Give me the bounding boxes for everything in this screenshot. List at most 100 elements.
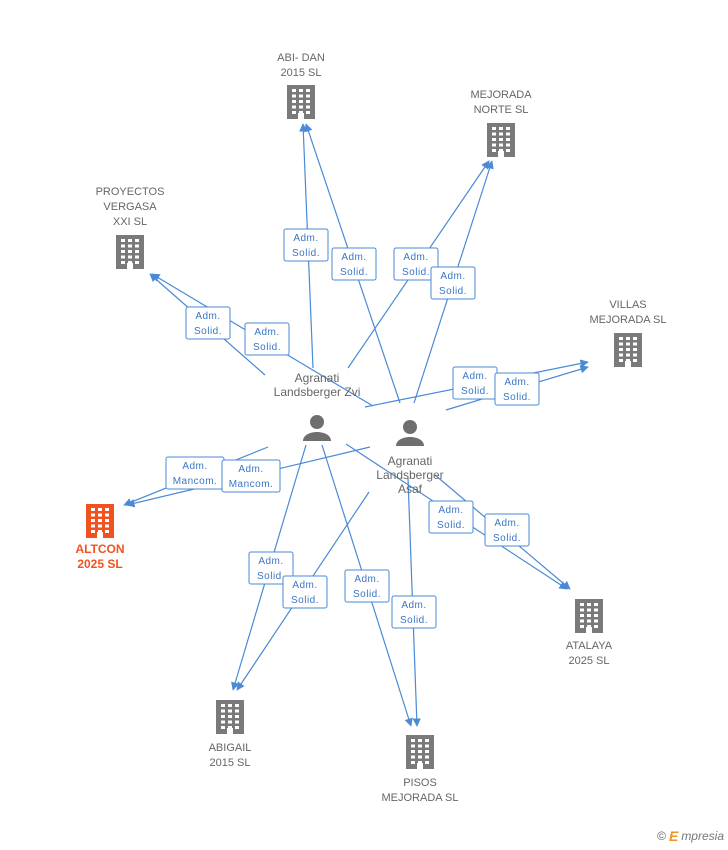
person-icon bbox=[303, 415, 331, 441]
node-label-line: 2015 SL bbox=[210, 757, 251, 769]
building-icon bbox=[575, 599, 603, 633]
edge-label-text: Adm. bbox=[258, 556, 283, 567]
building-icon bbox=[86, 504, 114, 538]
edge-label-text: Adm. bbox=[238, 464, 263, 475]
edge-label-solid[interactable]: Adm.Solid. bbox=[344, 569, 390, 603]
edge-label-text: Solid. bbox=[353, 589, 381, 600]
edges-layer bbox=[123, 123, 589, 727]
building-icon bbox=[487, 123, 515, 157]
node-label-line: 2025 SL bbox=[569, 655, 610, 667]
node-label-line: Agranati bbox=[388, 454, 433, 468]
edge-label-text: Adm. bbox=[440, 271, 465, 282]
building-icon bbox=[216, 700, 244, 734]
edge-label-box bbox=[221, 459, 281, 493]
edge-label-text: Adm. bbox=[341, 252, 366, 263]
edge-label-text: Solid. bbox=[461, 386, 489, 397]
node-label-line: 2015 SL bbox=[281, 67, 322, 79]
edge-label-box bbox=[244, 322, 290, 356]
brand-logo-e: E bbox=[668, 828, 679, 844]
node-label-line: MEJORADA bbox=[470, 89, 532, 101]
node-label-line: ALTCON bbox=[75, 542, 124, 556]
edge-label-box bbox=[428, 500, 474, 534]
edge-label-mancom[interactable]: Adm. Mancom. bbox=[221, 459, 281, 493]
node-label-line: VILLAS bbox=[609, 299, 646, 311]
edge-label-solid[interactable]: Adm.Solid. bbox=[185, 306, 231, 340]
node-label-line: ABIGAIL bbox=[209, 742, 252, 754]
node-label-line: MEJORADA SL bbox=[589, 314, 666, 326]
company-node-atalaya[interactable]: ATALAYA 2025 SL bbox=[566, 599, 613, 667]
edge-label-solid[interactable]: Adm. Solid. bbox=[393, 247, 439, 281]
edge-label-mancom[interactable]: Adm. Mancom. bbox=[165, 456, 225, 490]
edge-label-text: Solid. bbox=[194, 326, 222, 337]
company-node-abigail[interactable]: ABIGAIL 2015 SL bbox=[209, 700, 252, 769]
edge-label-text: Adm. bbox=[293, 233, 318, 244]
edge-label-text: Solid. bbox=[400, 615, 428, 626]
edge-label-solid[interactable]: Adm. Solid. bbox=[391, 595, 437, 629]
edge-label-box bbox=[282, 575, 328, 609]
edge-label-solid[interactable]: Adm. Solid. bbox=[428, 500, 474, 534]
node-label-line: NORTE SL bbox=[474, 104, 529, 116]
node-label-line: VERGASA bbox=[103, 201, 157, 213]
edge-label-box bbox=[344, 569, 390, 603]
node-label-line: Landsberger bbox=[376, 468, 443, 482]
edge-label-text: Solid. bbox=[257, 571, 285, 582]
company-node-mejnorte[interactable]: MEJORADA NORTE SL bbox=[470, 89, 532, 157]
edge-label-text: Adm. bbox=[254, 327, 279, 338]
node-label-line: Agranati bbox=[295, 371, 340, 385]
edge-label-text: Adm. bbox=[182, 461, 207, 472]
edge-label-text: Solid. bbox=[439, 286, 467, 297]
edge-label-box bbox=[391, 595, 437, 629]
node-label-line: ABI- DAN bbox=[277, 52, 325, 64]
edge-label-text: Mancom. bbox=[173, 476, 218, 487]
company-node-abidan[interactable]: ABI- DAN 2015 SL bbox=[277, 52, 325, 119]
edge-label-box bbox=[484, 513, 530, 547]
edge-label-solid[interactable]: Adm.Solid. bbox=[494, 372, 540, 406]
edge-label-box bbox=[331, 247, 377, 281]
node-label-line: Asaf bbox=[398, 482, 423, 496]
edge-label-solid[interactable]: Adm. Solid. bbox=[248, 551, 294, 585]
node-label-line: XXI SL bbox=[113, 216, 147, 228]
edge-label-text: Solid. bbox=[402, 267, 430, 278]
edge-label-box bbox=[393, 247, 439, 281]
building-icon bbox=[287, 85, 315, 119]
person-icon bbox=[396, 420, 424, 446]
edge-label-box bbox=[248, 551, 294, 585]
edge-label-solid[interactable]: Adm.Solid. bbox=[282, 575, 328, 609]
edge-label-box bbox=[283, 228, 329, 262]
edge-label-text: Adm. bbox=[494, 518, 519, 529]
copyright-symbol: © bbox=[657, 829, 666, 843]
edge-label-solid[interactable]: Adm. Solid. bbox=[484, 513, 530, 547]
brand-name: mpresia bbox=[681, 829, 724, 843]
edge-label-text: Adm. bbox=[401, 600, 426, 611]
building-icon bbox=[116, 235, 144, 269]
edge-labels-layer: Adm. Solid. Adm. Solid. Adm. Solid. Adm. Solid.… bbox=[165, 228, 540, 629]
edge-label-text: Solid. bbox=[437, 520, 465, 531]
edge-label-solid[interactable]: Adm.Solid. bbox=[244, 322, 290, 356]
node-label-line: PISOS bbox=[403, 777, 437, 789]
edge-label-text: Solid. bbox=[291, 595, 319, 606]
edge-label-solid[interactable]: Adm.Solid. bbox=[452, 366, 498, 400]
edge-label-text: Solid. bbox=[493, 533, 521, 544]
edge-label-text: Solid. bbox=[340, 267, 368, 278]
edge-label-text: Solid. bbox=[292, 248, 320, 259]
edge-label-solid[interactable]: Adm. Solid. bbox=[430, 266, 476, 300]
node-label-line: ATALAYA bbox=[566, 640, 613, 652]
edge-label-text: Adm. bbox=[438, 505, 463, 516]
edge-label-text: Adm. bbox=[403, 252, 428, 263]
node-label-line: 2025 SL bbox=[77, 557, 122, 571]
edge-label-box bbox=[185, 306, 231, 340]
company-node-villas[interactable]: VILLAS MEJORADA SL bbox=[589, 299, 667, 367]
edge-label-solid[interactable]: Adm. Solid. bbox=[283, 228, 329, 262]
building-icon bbox=[406, 735, 434, 769]
edge-label-box bbox=[430, 266, 476, 300]
edge-label-text: Mancom. bbox=[229, 479, 274, 490]
edge-label-solid[interactable]: Adm. Solid. bbox=[331, 247, 377, 281]
